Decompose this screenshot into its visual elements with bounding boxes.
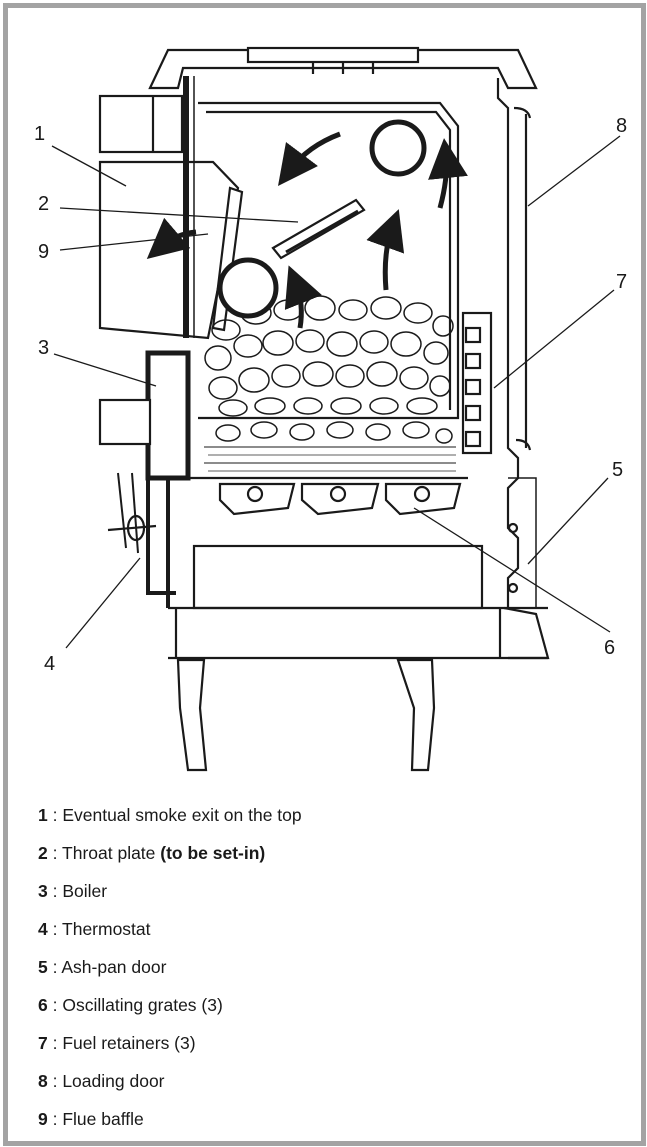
legend-separator: : — [47, 1071, 63, 1091]
legend-text: Eventual smoke exit on the top — [62, 805, 302, 825]
legend-separator: : — [47, 843, 63, 863]
leader-lines — [51, 135, 621, 649]
legend-text: Thermostat — [62, 919, 151, 939]
legend-number: 2 — [38, 843, 48, 863]
legend-number: 8 — [38, 1071, 48, 1091]
gas-flow-circles — [217, 119, 427, 319]
legend-separator: : — [47, 995, 63, 1015]
legend-text: Throat plate — [62, 843, 161, 863]
legend-item-5: 5 : Ash-pan door — [38, 948, 618, 986]
legend-emphasis: (to be set-in) — [160, 843, 266, 863]
legend-item-8: 8 : Loading door — [38, 1062, 618, 1100]
legend-item-6: 6 : Oscillating grates (3) — [38, 986, 618, 1024]
stove-body — [98, 46, 550, 772]
legend-item-3: 3 : Boiler — [38, 872, 618, 910]
callout-5: 5 — [612, 459, 623, 481]
legend-number: 9 — [38, 1109, 48, 1129]
callout-8: 8 — [616, 115, 627, 137]
gas-flow-arrows — [146, 131, 468, 329]
legend-item-2: 2 : Throat plate (to be set-in) — [38, 834, 618, 872]
callout-1: 1 — [34, 123, 45, 145]
callout-4: 4 — [44, 653, 55, 675]
legend-number: 4 — [38, 919, 48, 939]
callout-7: 7 — [616, 271, 627, 293]
legend-item-4: 4 : Thermostat — [38, 910, 618, 948]
legend-number: 6 — [38, 995, 48, 1015]
legend-text: Loading door — [62, 1071, 165, 1091]
legend-separator: : — [47, 919, 63, 939]
legend-item-9: 9 : Flue baffle — [38, 1100, 618, 1138]
parts-legend: 1 : Eventual smoke exit on the top 2 : T… — [38, 796, 618, 1138]
legend-text: Ash-pan door — [61, 957, 167, 977]
callout-3: 3 — [38, 337, 49, 359]
legend-text: Fuel retainers (3) — [62, 1033, 196, 1053]
legend-text: Flue baffle — [62, 1109, 144, 1129]
legend-number: 7 — [38, 1033, 48, 1053]
fuel-bed — [204, 295, 454, 444]
legend-number: 3 — [38, 881, 48, 901]
callout-2: 2 — [38, 193, 49, 215]
callout-9: 9 — [38, 241, 49, 263]
callout-6: 6 — [604, 637, 615, 659]
stove-cross-section-diagram: 1 2 3 4 5 6 7 8 9 — [34, 46, 627, 772]
legend-number: 1 — [38, 805, 48, 825]
legend-separator: : — [47, 957, 62, 977]
legend-separator: : — [47, 881, 63, 901]
legend-text: Boiler — [62, 881, 108, 901]
legend-separator: : — [47, 805, 63, 825]
ash-layer — [204, 446, 456, 472]
callout-numbers: 1 2 3 4 5 6 7 8 9 — [34, 115, 627, 675]
legend-separator: : — [47, 1033, 63, 1053]
legend-text: Oscillating grates (3) — [62, 995, 223, 1015]
legend-number: 5 — [38, 957, 48, 977]
legend-separator: : — [47, 1109, 63, 1129]
legend-item-7: 7 : Fuel retainers (3) — [38, 1024, 618, 1062]
legend-item-1: 1 : Eventual smoke exit on the top — [38, 796, 618, 834]
figure-frame: 1 2 3 4 5 6 7 8 9 1 : Eventual smoke exi… — [3, 3, 646, 1146]
